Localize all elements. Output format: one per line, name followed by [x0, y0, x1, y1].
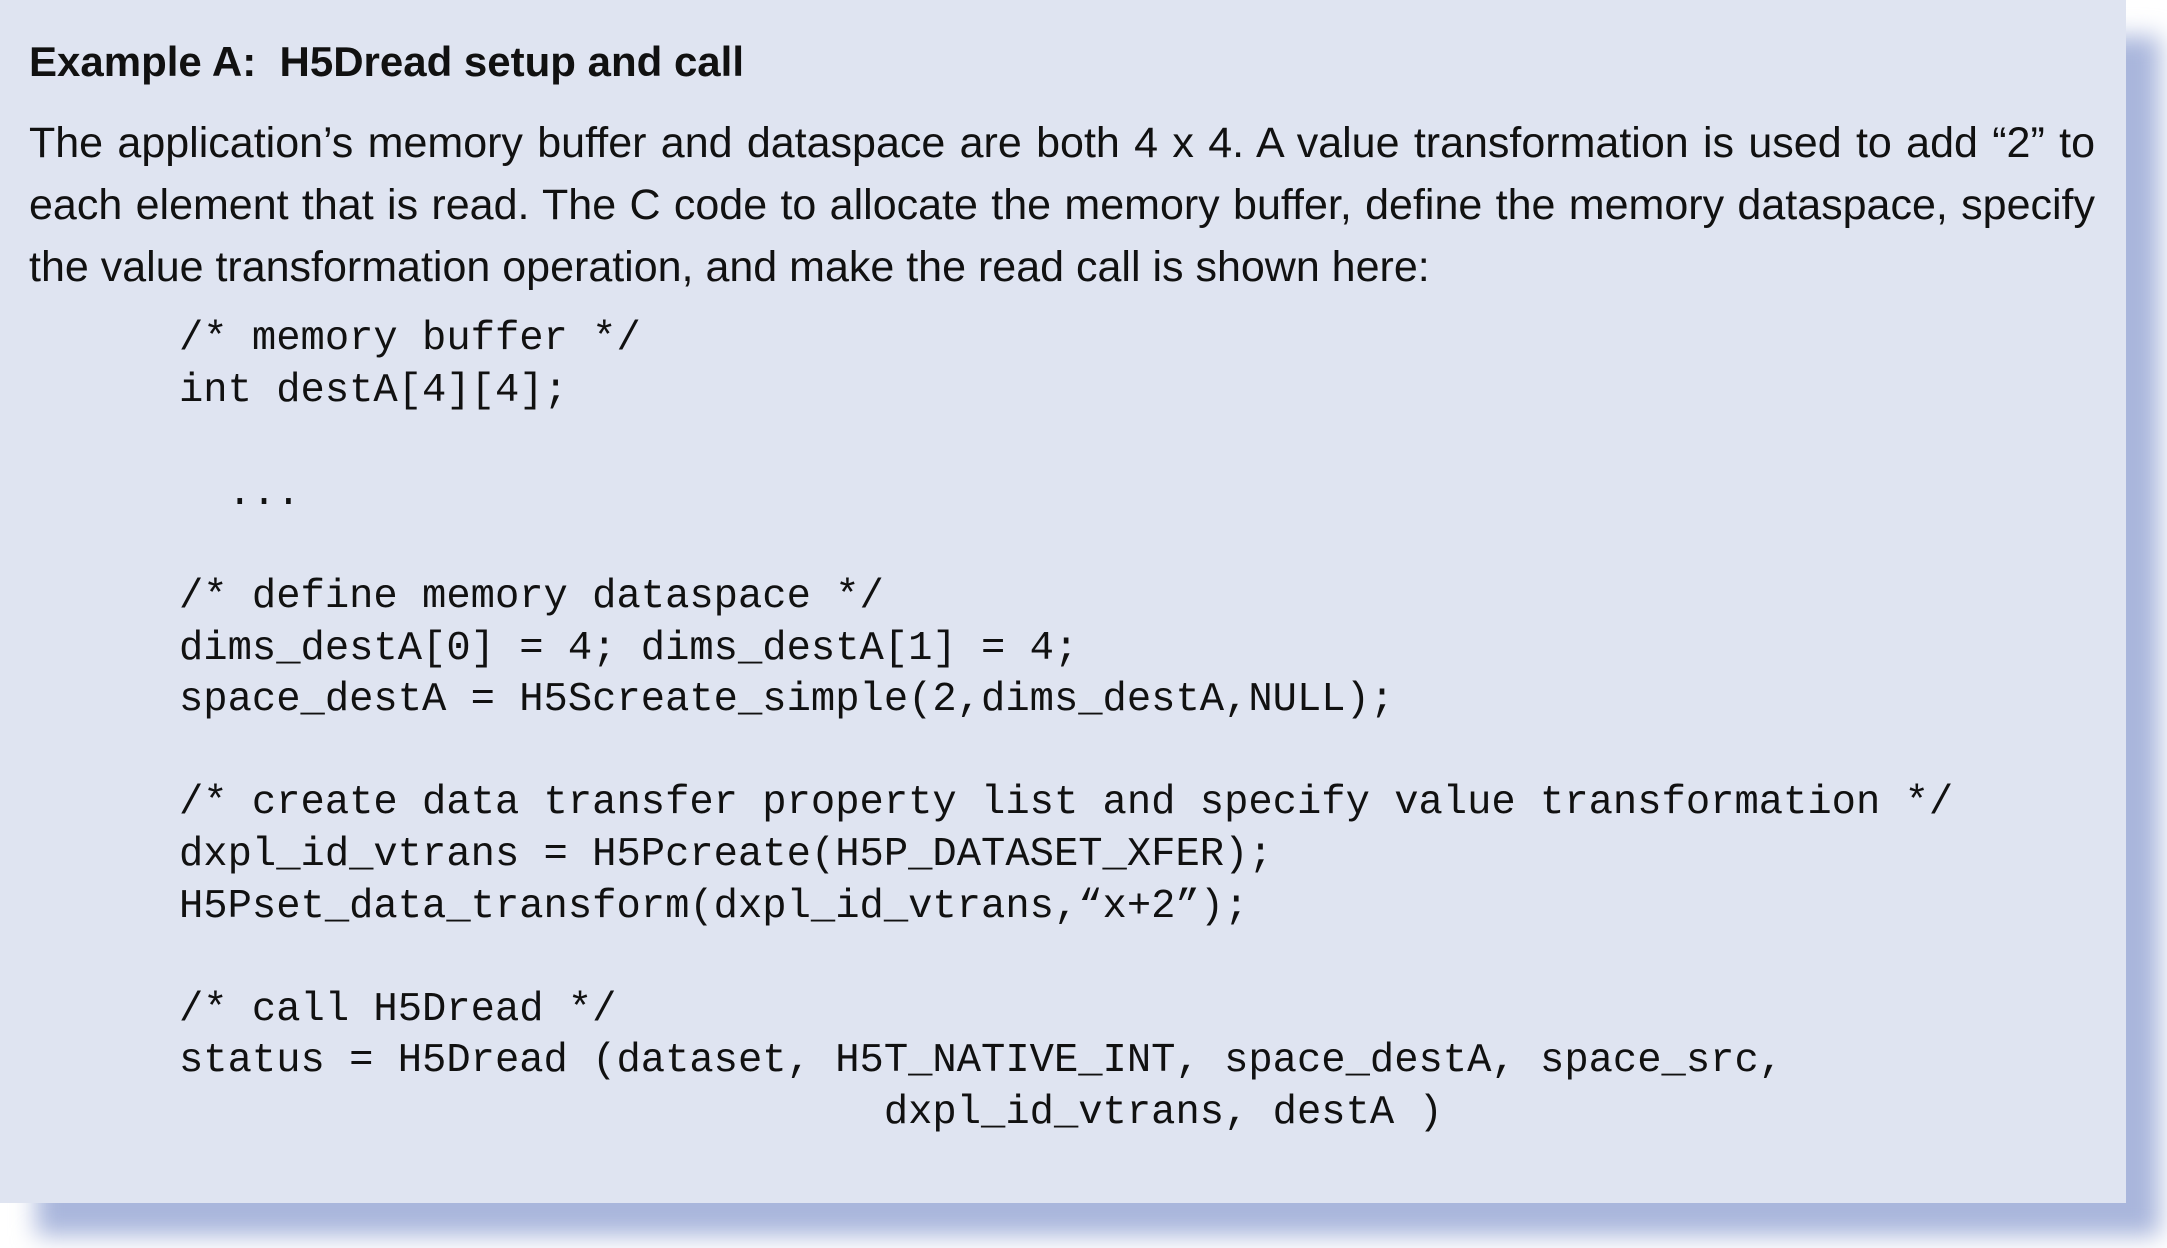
code-line: dims_destA[0] = 4; dims_destA[1] = 4;: [179, 625, 1079, 672]
example-card: Example A: H5Dread setup and call The ap…: [0, 0, 2126, 1203]
code-line: dxpl_id_vtrans, destA ): [179, 1089, 1443, 1136]
card-content: Example A: H5Dread setup and call The ap…: [29, 34, 2095, 1140]
code-line: int destA[4][4];: [179, 367, 568, 414]
code-line: status = H5Dread (dataset, H5T_NATIVE_IN…: [179, 1038, 1784, 1085]
example-title: Example A: H5Dread setup and call: [29, 38, 745, 85]
code-block: /* memory buffer */ int destA[4][4]; ...…: [179, 314, 2095, 1140]
code-line: [179, 520, 2095, 572]
code-line: [179, 727, 2095, 779]
code-line: [179, 933, 2095, 985]
code-line: dxpl_id_vtrans = H5Pcreate(H5P_DATASET_X…: [179, 831, 1273, 878]
code-line: /* call H5Dread */: [179, 986, 617, 1033]
code-line: [179, 417, 2095, 469]
description-paragraph: The application’s memory buffer and data…: [29, 119, 2095, 291]
code-line: /* define memory dataspace */: [179, 573, 884, 620]
code-line: /* create data transfer property list an…: [179, 780, 1954, 827]
code-line: H5Pset_data_transform(dxpl_id_vtrans,“x+…: [179, 883, 1249, 930]
code-line: space_destA = H5Screate_simple(2,dims_de…: [179, 677, 1395, 724]
code-line: /* memory buffer */: [179, 316, 641, 362]
code-line: ...: [179, 470, 301, 517]
